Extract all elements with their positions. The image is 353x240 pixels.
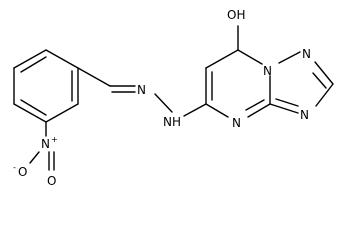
bond xyxy=(77,67,111,87)
bond xyxy=(13,103,47,123)
bond xyxy=(275,98,299,107)
triazole-nitrogen-top-label: N xyxy=(302,47,311,61)
nitro-oxygen-label: O xyxy=(47,174,56,188)
bond xyxy=(315,83,334,107)
nitro-oxygen-minus-label: O xyxy=(18,165,27,179)
nitro-nitrogen-charge: + xyxy=(51,135,58,144)
bond xyxy=(13,49,47,69)
bond xyxy=(237,49,263,65)
nitro-oxygen-charge: - xyxy=(13,163,16,172)
bond xyxy=(314,61,334,85)
nitro-nitrogen-label: N xyxy=(41,137,50,151)
bond xyxy=(45,49,79,69)
bond xyxy=(45,103,79,123)
pyrimidine-nitrogen-label: N xyxy=(232,116,241,130)
bonds xyxy=(13,25,334,171)
triazole-nitrogen-right-label: N xyxy=(300,108,309,122)
bond xyxy=(245,99,265,111)
bond xyxy=(29,151,40,164)
bond xyxy=(312,72,327,89)
bond xyxy=(205,49,239,69)
bond xyxy=(269,103,299,114)
bond xyxy=(20,56,47,73)
hydroxyl-label: OH xyxy=(227,8,245,22)
bond xyxy=(278,51,301,64)
bond xyxy=(247,103,271,118)
atom-labels: OH N NH N N N N N + O - O xyxy=(13,8,311,188)
azo-nitrogen-label: N xyxy=(137,83,146,97)
bond xyxy=(183,103,207,117)
bond xyxy=(154,93,173,113)
bond xyxy=(20,99,47,116)
bond xyxy=(205,103,229,118)
hydrazone-nh-label: NH xyxy=(163,115,181,129)
chemical-structure: OH N NH N N N N N + O - O xyxy=(13,8,334,188)
bridgehead-nitrogen-label: N xyxy=(263,64,272,78)
